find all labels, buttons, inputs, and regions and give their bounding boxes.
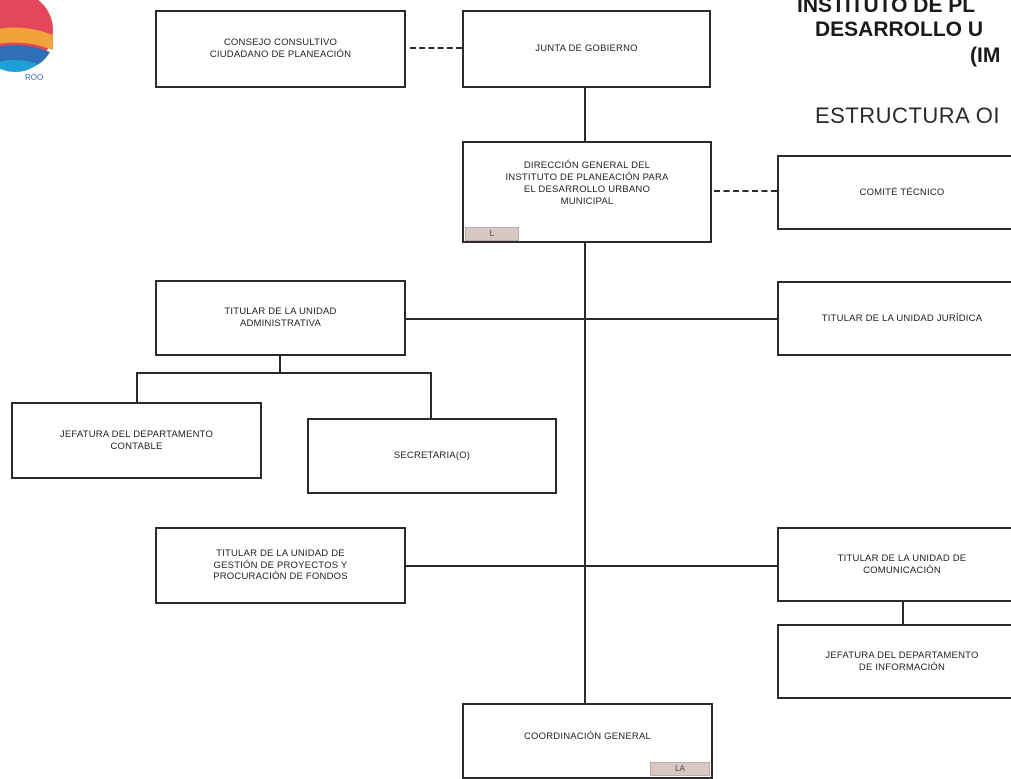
- unidad-juridica-box: TITULAR DE LA UNIDAD JURÍDICA: [777, 281, 1011, 356]
- connector-comunicacion-informacion: [902, 602, 904, 626]
- dashed-direccion-comite: [714, 190, 777, 192]
- unidad-gestion-proyectos-box: TITULAR DE LA UNIDAD DE GESTIÓN DE PROYE…: [155, 527, 406, 604]
- departamento-informacion-box: JEFATURA DEL DEPARTAMENTO DE INFORMACIÓN: [777, 624, 1011, 699]
- institute-logo: ROO: [0, 0, 70, 90]
- connector-contable: [136, 372, 138, 402]
- consejo-consultivo-box: CONSEJO CONSULTIVO CIUDADANO DE PLANEACI…: [155, 10, 406, 88]
- secretaria-box: SECRETARIA(O): [307, 418, 557, 494]
- title-line-3: (IM: [970, 44, 1001, 67]
- connector-admin-branch: [136, 372, 432, 374]
- title-line-2: DESARROLLO U: [815, 18, 983, 41]
- connector-secretaria: [430, 372, 432, 418]
- junta-gobierno-box: JUNTA DE GOBIERNO: [462, 10, 711, 88]
- connector-admin-down: [279, 355, 281, 372]
- connector-main-trunk: [584, 243, 586, 703]
- connector-gestion-comunicacion: [405, 565, 777, 567]
- departamento-contable-box: JEFATURA DEL DEPARTAMENTO CONTABLE: [11, 402, 262, 479]
- unidad-comunicacion-box: TITULAR DE LA UNIDAD DE COMUNICACIÓN: [777, 527, 1011, 602]
- unidad-administrativa-box: TITULAR DE LA UNIDAD ADMINISTRATIVA: [155, 280, 406, 356]
- subtitle: ESTRUCTURA OI: [815, 103, 1000, 128]
- connector-junta-direccion: [584, 88, 586, 142]
- logo-text: ROO: [25, 73, 43, 82]
- dashed-consejo-junta: [410, 47, 462, 49]
- connector-admin-juridica: [405, 318, 777, 320]
- title-line-1: INSTITUTO DE PL: [797, 0, 976, 17]
- coordinacion-level-badge: LA: [650, 762, 710, 776]
- direccion-level-badge: L: [465, 227, 519, 241]
- direccion-general-box: DIRECCIÓN GENERAL DEL INSTITUTO DE PLANE…: [462, 141, 712, 243]
- comite-tecnico-box: COMITÉ TÉCNICO: [777, 155, 1011, 230]
